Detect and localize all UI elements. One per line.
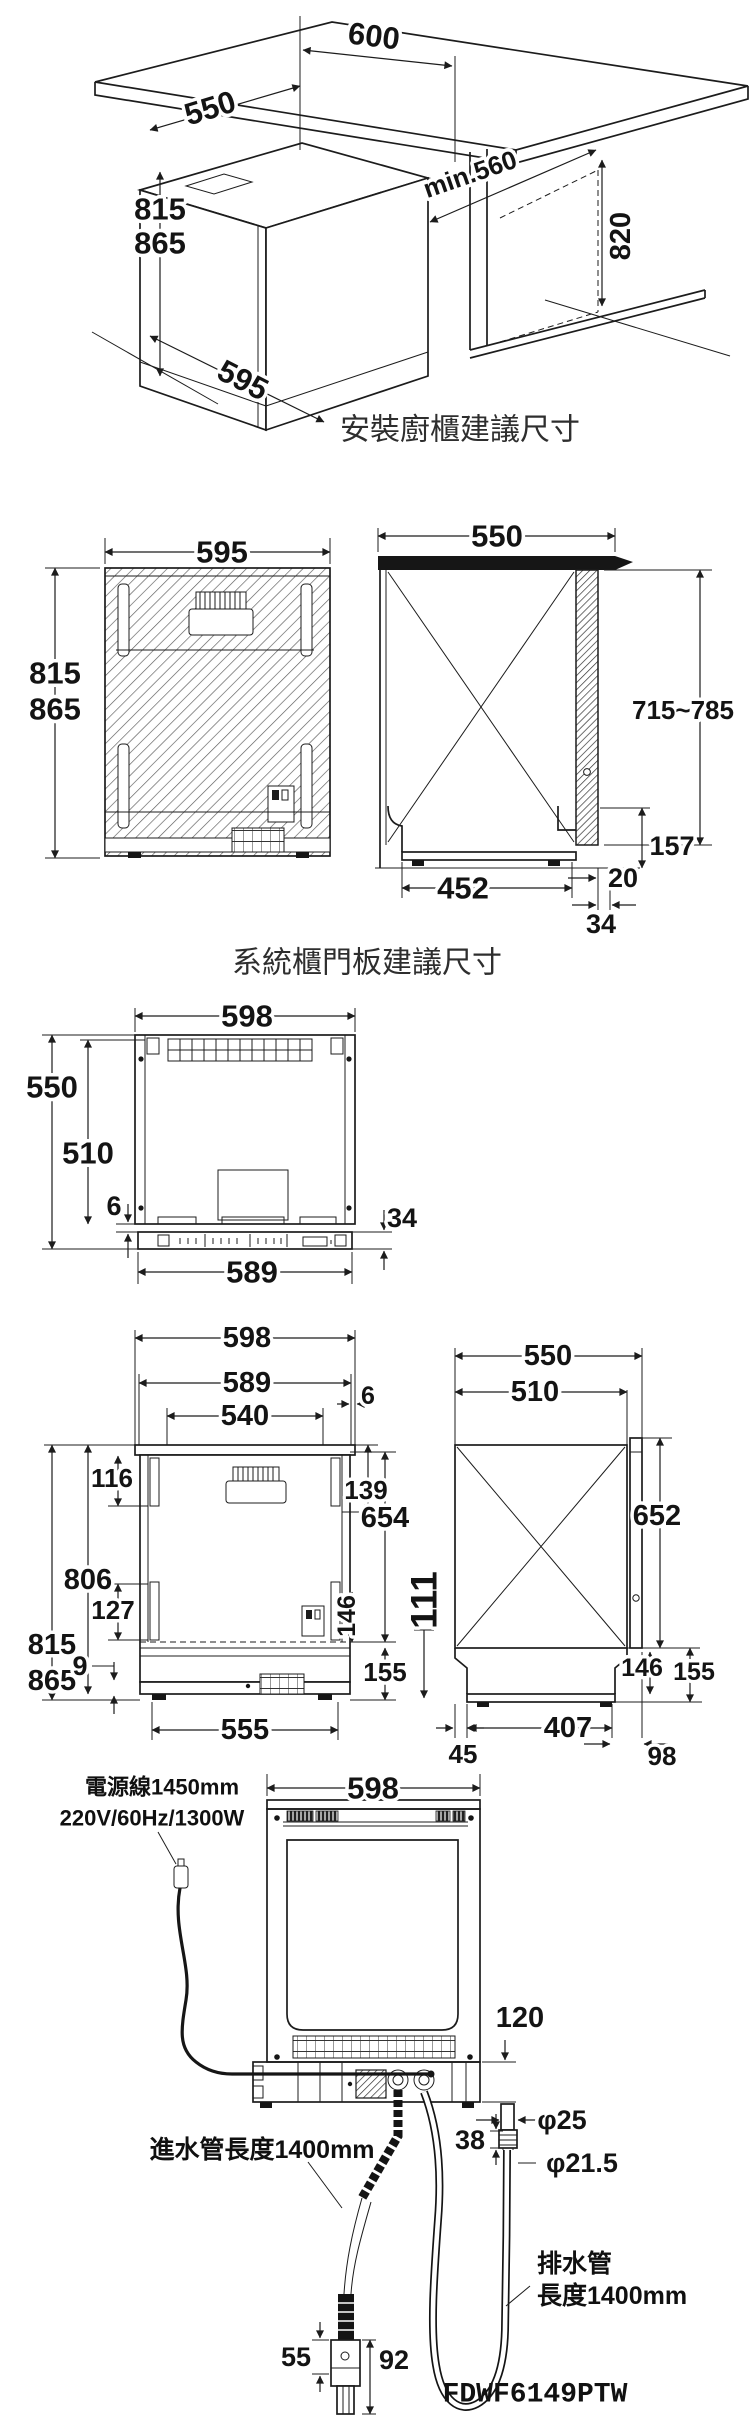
dim-front-edge-gap: 6 [361,1382,375,1410]
dim-side-depth-inner: 510 [511,1376,559,1408]
label-drain-hose-2: 長度1400mm [537,2281,687,2310]
dim-side-base-height: 155 [673,1658,715,1686]
dim-hose-dia: φ21.5 [546,2148,618,2178]
dim-base-height: 120 [496,2002,544,2034]
dim-rear-width: 598 [347,1771,399,1806]
dim-base-width: 555 [221,1714,269,1746]
dim-top-width: 598 [221,999,273,1034]
dim-front-lower-height: 146 [333,1595,361,1637]
cabinet-installation-drawing: 600 550 815 865 min.560 820 595 安裝廚櫃建議尺寸 [91,12,749,447]
dim-depth: 550 [26,1070,78,1105]
dim-front-height-max: 865 [28,1665,76,1697]
dim-connector-top: 55 [281,2342,311,2372]
dim-height-max: 865 [134,226,186,261]
model-number: FDWF6149PTW [443,2380,628,2411]
dim-base-depth: 452 [437,871,489,906]
dim-front-base-height: 155 [363,1657,406,1687]
dim-offset: 34 [586,909,616,939]
dim-front-height-min: 815 [28,1629,76,1661]
dim-side-base-depth: 407 [544,1712,592,1744]
dim-side-door-height: 652 [633,1500,681,1532]
dim-gap: 20 [608,863,638,893]
dim-door-height-range: 715~785 [632,695,734,725]
dim-height-min: 815 [134,192,186,227]
dim-kick-inset: 9 [72,1651,87,1681]
dim-side-depth: 550 [471,519,523,554]
top-view-drawing: 598 550 510 6 34 589 [23,995,421,1293]
front-side-dimension-drawing: 598 589 540 6 116 139 806 815 865 127 9 … [24,1319,718,1775]
dim-height-min: 815 [29,656,81,691]
dim-front-door-height: 654 [361,1502,409,1534]
dim-recess-height: 111 [404,1571,445,1629]
dim-connector-total: 92 [379,2345,409,2375]
dim-inlet-dia: φ25 [537,2105,586,2135]
dim-door-top: 139 [344,1475,387,1505]
dim-panel-width: 595 [196,535,248,570]
dim-front-width-inner: 540 [221,1400,269,1432]
label-power-spec: 220V/60Hz/1300W [60,1806,245,1831]
label-drain-hose-1: 排水管 [537,2249,612,2278]
dim-front-width-outer: 598 [223,1322,271,1354]
dim-counter-width: 600 [346,15,402,56]
hose-connection-drawing: 電源線1450mm 220V/60Hz/1300W 598 120 φ25 38… [60,1767,687,2415]
dim-gap: 6 [106,1191,121,1221]
dim-front-width-door: 589 [223,1367,271,1399]
dim-bracket-bottom: 127 [91,1595,134,1625]
section2-title: 系統櫃門板建議尺寸 [232,947,502,980]
dim-inner-depth: 510 [62,1136,114,1171]
dim-front-offset: 45 [449,1739,478,1769]
label-power-cord: 電源線1450mm [85,1775,239,1800]
dim-side-lower-height: 146 [621,1654,663,1682]
door-panel-drawing: 595 815 865 550 715~785 157 452 [26,515,738,980]
dim-height-max: 865 [29,692,81,727]
dim-side-depth-outer: 550 [524,1340,572,1372]
dim-body-height: 806 [64,1564,112,1596]
dim-panel-offset: 34 [387,1203,417,1233]
dim-counter-height: 820 [605,212,637,260]
dim-plinth-height: 157 [649,831,694,861]
dim-bottom-width: 589 [226,1255,278,1290]
label-inlet-hose: 進水管長度1400mm [149,2135,374,2164]
dim-rear-offset: 98 [648,1741,677,1771]
dim-bracket-top: 116 [91,1463,133,1493]
section1-title: 安裝廚櫃建議尺寸 [340,414,580,447]
dim-coupling-length: 38 [455,2125,485,2155]
